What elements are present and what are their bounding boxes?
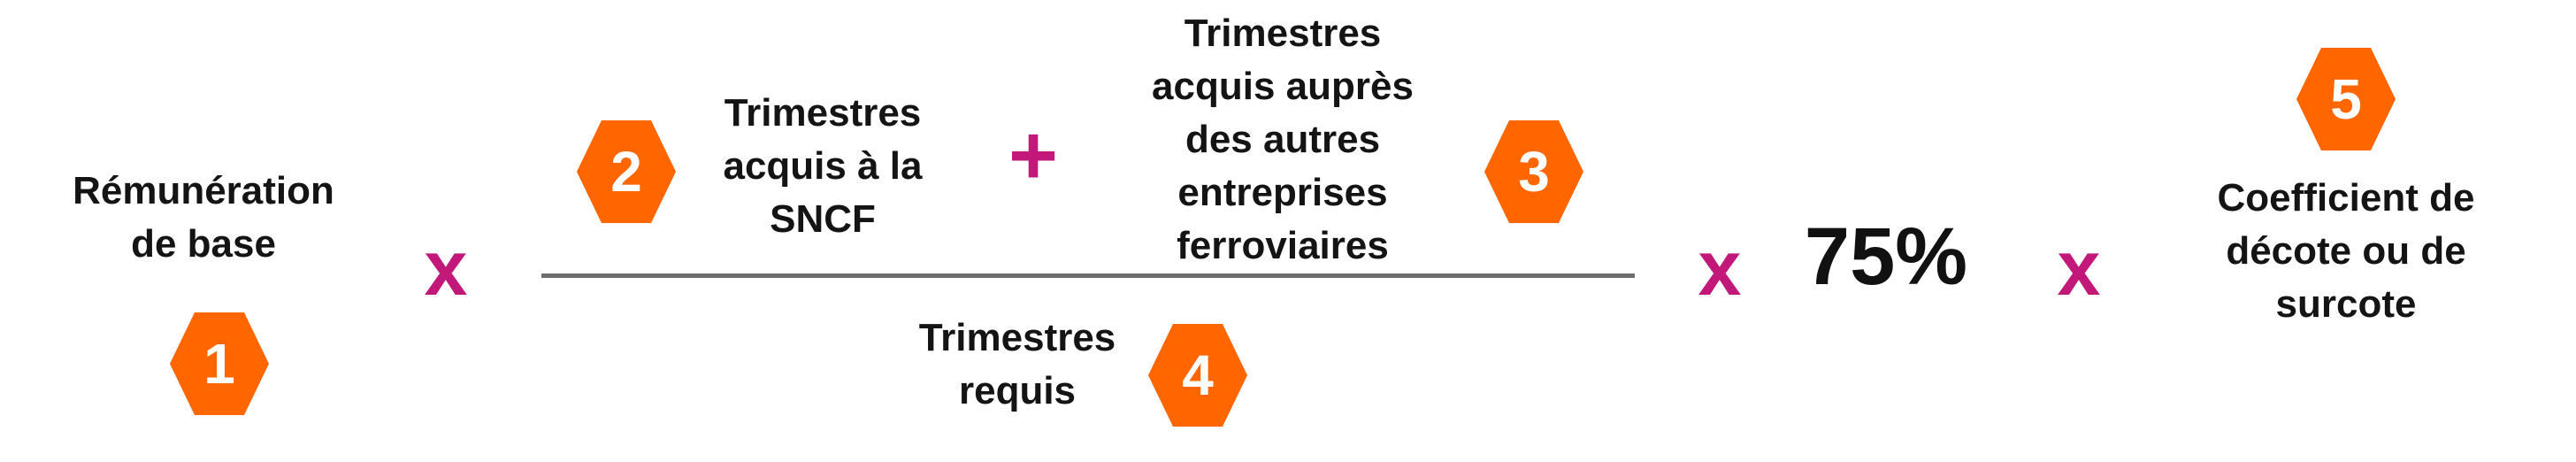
required-quarters-label: Trimestres requis	[918, 316, 1116, 412]
hexagon-icon	[1484, 120, 1583, 223]
badge-2: 2	[577, 120, 676, 223]
badge-3: 3	[1484, 120, 1583, 223]
hexagon-icon	[170, 312, 269, 415]
badge-5: 5	[2296, 48, 2396, 150]
multiply-operator-3: x	[2057, 224, 2101, 312]
multiply-operator-2: x	[1698, 224, 1742, 312]
other-rail-companies-label: Trimestres acquis auprès des autres entr…	[1152, 12, 1414, 267]
remuneration-label: Rémunération de base	[73, 169, 334, 266]
coefficient-label: Coefficient de décote ou de surcote	[2217, 176, 2475, 326]
fraction-line	[541, 273, 1635, 278]
hexagon-icon	[1148, 324, 1247, 427]
hexagon-icon	[2296, 48, 2396, 150]
badge-4: 4	[1148, 324, 1247, 427]
rate-value: 75%	[1804, 212, 1968, 302]
sncf-quarters-label: Trimestres acquis à la SNCF	[723, 91, 923, 241]
multiply-operator-1: x	[424, 224, 468, 312]
badge-1: 1	[170, 312, 269, 415]
hexagon-icon	[577, 120, 676, 223]
plus-operator: +	[1008, 108, 1059, 203]
